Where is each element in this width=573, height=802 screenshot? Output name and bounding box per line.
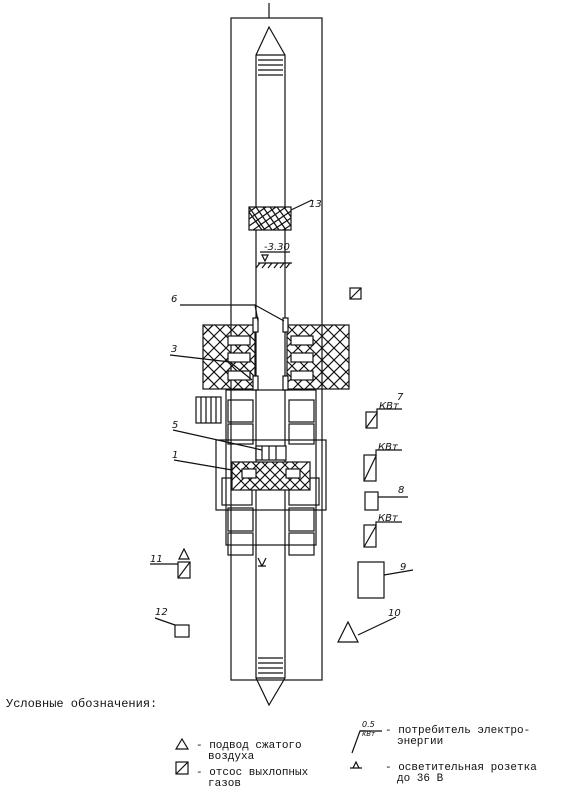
stand-block [195, 396, 222, 424]
box-12 [154, 617, 190, 638]
label-kvt-a: КВт [379, 401, 400, 412]
block-13 [248, 206, 292, 231]
box-8 [364, 491, 408, 511]
legend-air-line1: - подвод сжатого [196, 740, 302, 752]
legend-consumer-icon [351, 730, 382, 754]
bay-outline [230, 17, 323, 681]
consumer-kvt-c [363, 521, 402, 548]
legend-lighting-line1: - осветительная розетка [385, 762, 537, 774]
label-7: 7 [397, 392, 404, 403]
pit-steps-right [290, 335, 314, 381]
legend-consumer-line2: энергии [397, 736, 444, 748]
legend-exhaust-line1: - отсос выхлопных [196, 767, 309, 779]
label-kvt-b: КВт [378, 442, 399, 453]
air-triangle-10 [337, 616, 397, 643]
consumer-kvt-b [363, 449, 402, 482]
legend-consumer-mark-bottom: кВт [362, 730, 376, 738]
label-elevation: -3.30 [264, 242, 290, 253]
label-5: 5 [172, 420, 178, 431]
legend-title: Условные обозначения: [6, 697, 158, 711]
exhaust-outlet-symbol [349, 287, 362, 300]
label-13: 13 [309, 199, 322, 210]
pit-steps-left [227, 335, 251, 381]
vehicle-hatching-top [258, 59, 283, 76]
triangle-11 [150, 547, 191, 579]
label-3: 3 [171, 344, 177, 355]
legend-triangle-icon [174, 737, 190, 750]
lower-frames-right [288, 399, 320, 556]
label-kvt-c: КВт [378, 513, 399, 524]
label-1: 1 [172, 450, 178, 461]
lift-beam [231, 445, 311, 491]
vehicle-hatching-bottom [258, 657, 283, 674]
outlet-mark [257, 557, 267, 568]
box-9 [357, 561, 414, 599]
legend-lighting-line2: до 36 В [397, 773, 444, 785]
consumer-7 [365, 408, 402, 429]
label-12: 12 [155, 607, 168, 618]
vehicle-body [255, 25, 286, 707]
label-10: 10 [388, 608, 401, 619]
legend-exhaust-icon [175, 761, 189, 775]
legend-consumer-mark-top: 0.5 [362, 720, 375, 729]
elevation-mark [255, 251, 292, 269]
label-11: 11 [150, 554, 163, 565]
label-8: 8 [398, 485, 404, 496]
legend-air-line2: воздуха [208, 751, 255, 763]
legend-consumer-line1: - потребитель электро- [385, 725, 531, 737]
legend-socket-icon [350, 760, 362, 769]
label-6: 6 [171, 294, 177, 305]
label-9: 9 [400, 562, 406, 573]
legend-exhaust-line2: газов [208, 778, 242, 790]
